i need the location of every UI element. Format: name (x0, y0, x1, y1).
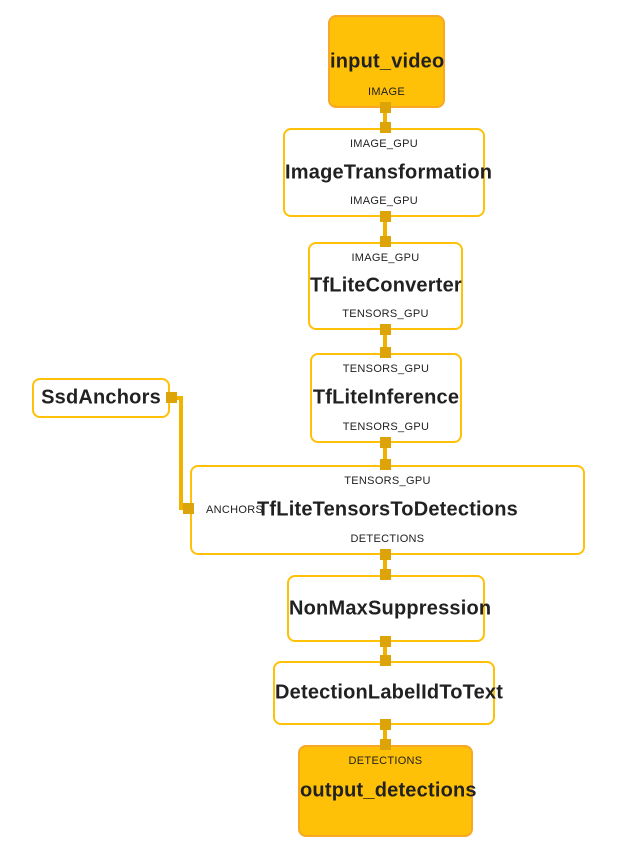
port-square (380, 347, 391, 358)
port-square (380, 569, 391, 580)
node-ssd-anchors[interactable]: SsdAnchors (32, 378, 170, 418)
output-port-label: IMAGE (368, 86, 405, 98)
edge-ssd-anchors-segment (179, 396, 183, 510)
input-port-label: IMAGE_GPU (351, 252, 420, 264)
input-port-label: TENSORS_GPU (342, 363, 430, 375)
node-tflite-converter[interactable]: IMAGE_GPU TfLiteConverter TENSORS_GPU (308, 242, 463, 330)
port-square-ssd-anchors-output (166, 392, 177, 403)
port-square (380, 324, 391, 335)
edge-tflite-inference-to-tensors-to-detections (383, 442, 387, 466)
edge-detection-label-to-output-detections (383, 724, 387, 746)
edge-input-video-to-image-transformation (383, 107, 387, 129)
node-title: input_video (330, 50, 445, 72)
node-tflite-tensors-to-detections[interactable]: TENSORS_GPU ANCHORS TfLiteTensorsToDetec… (190, 465, 585, 555)
node-title: ImageTransformation (285, 161, 493, 183)
node-title: TfLiteInference (312, 386, 460, 409)
input-port-label: TENSORS_GPU (344, 475, 431, 487)
node-tflite-inference[interactable]: TENSORS_GPU TfLiteInference TENSORS_GPU (310, 353, 462, 443)
node-output-detections[interactable]: DETECTIONS output_detections (298, 745, 477, 837)
port-square (380, 739, 391, 750)
edge-ssd-anchors-segment (171, 396, 183, 400)
port-square (380, 636, 391, 647)
port-square (380, 122, 391, 133)
port-square (380, 719, 391, 730)
node-title: NonMaxSuppression (289, 597, 492, 619)
node-title: SsdAnchors (41, 386, 161, 409)
node-input-video[interactable]: input_video IMAGE (328, 15, 445, 108)
node-non-max-suppression[interactable]: NonMaxSuppression (287, 575, 492, 642)
port-square (380, 211, 391, 222)
node-title: DetectionLabelIdToText (275, 681, 504, 704)
node-title: TfLiteConverter (310, 274, 462, 297)
edge-tensors-to-detections-to-non-max-suppression (383, 554, 387, 576)
node-title: output_detections (300, 779, 477, 802)
node-detection-label-id-to-text[interactable]: DetectionLabelIdToText (273, 661, 504, 725)
input-port-label: DETECTIONS (348, 755, 423, 767)
output-port-label: DETECTIONS (350, 533, 425, 545)
port-square (380, 437, 391, 448)
port-square (380, 236, 391, 247)
edge-image-transformation-to-tflite-converter (383, 216, 387, 243)
node-image-transformation[interactable]: IMAGE_GPU ImageTransformation IMAGE_GPU (283, 128, 493, 217)
port-square (380, 549, 391, 560)
port-square (380, 459, 391, 470)
port-square (380, 102, 391, 113)
port-square (380, 655, 391, 666)
output-port-label: TENSORS_GPU (342, 421, 430, 433)
output-port-label: IMAGE_GPU (349, 195, 419, 207)
node-title: TfLiteTensorsToDetections (257, 498, 518, 521)
edge-tflite-converter-to-tflite-inference (383, 329, 387, 354)
port-square-anchors-input (183, 503, 194, 514)
input-port-label: IMAGE_GPU (349, 138, 419, 150)
edge-non-max-suppression-to-detection-label (383, 641, 387, 662)
anchors-port-label: ANCHORS (206, 504, 264, 516)
output-port-label: TENSORS_GPU (342, 308, 429, 320)
